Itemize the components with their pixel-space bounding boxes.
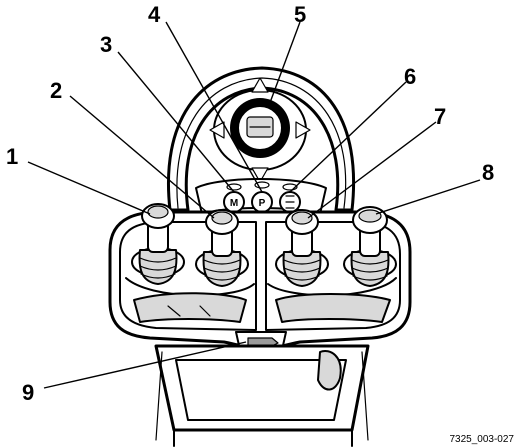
joystick-2 [195,209,249,287]
callout-6: 6 [404,64,416,89]
joystick-4 [343,206,397,287]
callout-7: 7 [434,104,446,129]
callout-1: 1 [6,144,18,169]
button-m-label: M [230,198,238,209]
callout-numbers: 1 2 3 4 5 6 7 8 9 [6,2,494,405]
callout-2: 2 [50,78,62,103]
joystick-1 [131,203,185,285]
joystick-3 [275,209,329,287]
callout-4: 4 [148,2,161,27]
button-panel: M P [195,178,327,215]
mounting-bracket [154,344,370,447]
figure-reference: 7325_003-027 [449,434,514,445]
callout-5: 5 [294,2,306,27]
callout-3: 3 [100,32,112,57]
bars-icon [285,195,295,209]
leader-lines [27,21,481,389]
callout-8: 8 [482,160,494,185]
console-body [108,210,412,352]
navigation-dial [209,77,311,183]
callout-9: 9 [22,380,34,405]
button-p-label: P [259,198,266,209]
